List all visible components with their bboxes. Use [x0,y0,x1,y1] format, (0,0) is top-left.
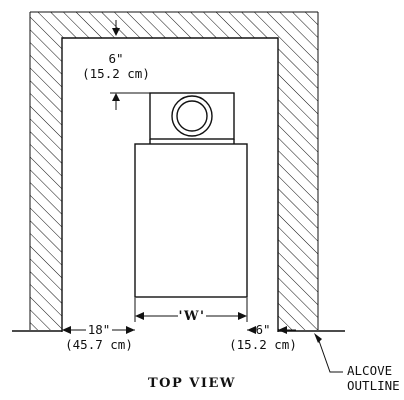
top-clearance-dimension: 6" (15.2 cm) [82,20,150,110]
heater-vent-housing [149,92,235,140]
left-dim-arrow-right [126,326,135,334]
top-clearance-cm: (15.2 cm) [82,66,150,81]
alcove-outline-callout: ALCOVE OUTLINE [314,333,400,393]
right-dim-arrow-out [278,326,287,334]
alcove-inner-outline [61,37,279,332]
width-arrow-left [135,312,144,320]
right-clearance-cm: (15.2 cm) [229,337,297,352]
vent-inner-circle [176,100,208,132]
right-clearance-inches: 6" [255,322,270,337]
callout-line-1: ALCOVE [347,363,392,378]
water-heater [134,92,248,298]
left-clearance-inches: 18" [88,322,111,337]
view-title: TOP VIEW [148,376,236,391]
wall-hatching [30,12,318,330]
width-label: 'W' [178,309,205,324]
heater-body [134,143,248,298]
left-clearance-cm: (45.7 cm) [65,337,133,352]
right-clearance-dimension: 6" (15.2 cm) [229,322,297,352]
top-clearance-inches: 6" [108,51,123,66]
vent-outer-circle [171,95,213,137]
top-dim-arrow-up [112,93,120,101]
left-dim-arrow-left [62,326,71,334]
alcove-walls [12,11,345,332]
top-dim-arrow-down [112,28,120,36]
width-arrow-right [238,312,247,320]
left-clearance-dimension: 18" (45.7 cm) [62,322,135,352]
width-dimension: 'W' [134,298,248,324]
right-dim-arrow-in [247,326,256,334]
callout-line-2: OUTLINE [347,378,400,393]
